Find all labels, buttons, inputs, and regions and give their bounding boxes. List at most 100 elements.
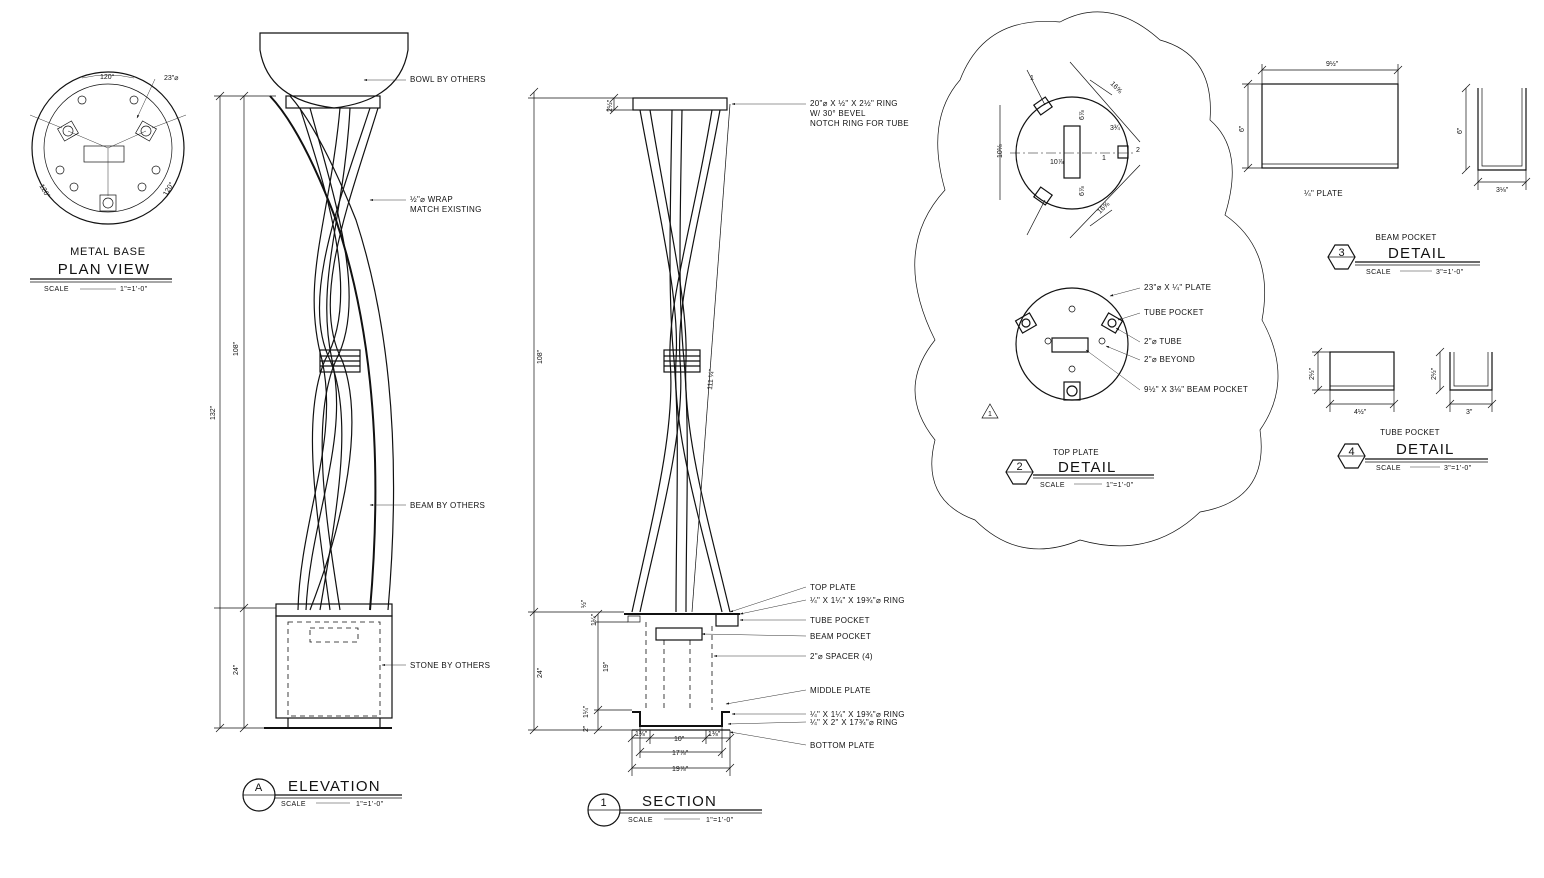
section-tubes bbox=[631, 109, 731, 613]
plan-view: 120° 23"⌀ 120° 120° METAL BASE PLAN VIEW… bbox=[29, 71, 187, 293]
elevation-beam-left-edge bbox=[269, 95, 377, 611]
elevation-scale-value: 1"=1'-0" bbox=[356, 801, 384, 808]
bp-dim-9-1-2: 9½" bbox=[1326, 60, 1339, 68]
tp-callout-plate: 23"⌀ X ¼" PLATE bbox=[1144, 283, 1211, 292]
section-tag: 1 bbox=[601, 797, 608, 809]
plan-tube-pockets bbox=[57, 120, 157, 212]
tp-dim-3-3-4: 3¾ bbox=[1110, 125, 1120, 132]
section-callout-middle-plate: MIDDLE PLATE bbox=[810, 686, 871, 695]
elevation-title: ELEVATION bbox=[288, 778, 381, 795]
tp-callout-beyond: 2"⌀ BEYOND bbox=[1144, 355, 1195, 364]
bp-tag: 3 bbox=[1339, 247, 1346, 259]
top-plate-lower-beam-pocket bbox=[1051, 337, 1089, 353]
elevation-twisted-tubes bbox=[297, 107, 379, 611]
tp-dim-6-7-8-bottom: 6⅞ bbox=[1079, 186, 1086, 196]
tp-revision-number: 1 bbox=[988, 411, 992, 418]
tp-tag: 2 bbox=[1017, 461, 1024, 473]
tube-pocket-plate bbox=[1329, 351, 1395, 391]
plan-scale-label: SCALE bbox=[44, 286, 69, 293]
section-callout-notch: NOTCH RING FOR TUBE bbox=[810, 119, 909, 128]
section-top-ring bbox=[632, 97, 728, 111]
plan-dim-angle-top: 120° bbox=[100, 73, 115, 81]
elevation-top-ring bbox=[285, 95, 381, 109]
plan-tube-arms bbox=[67, 130, 147, 196]
section-dim-ring-height: 2½" bbox=[606, 99, 614, 112]
tube-pocket-channel bbox=[1449, 352, 1493, 391]
elevation-dim-108: 108" bbox=[233, 341, 240, 356]
bp-plate-label: ¼" PLATE bbox=[1304, 189, 1343, 198]
beam-pocket-plate bbox=[1261, 83, 1399, 169]
tp-callout-tube-pocket: TUBE POCKET bbox=[1144, 308, 1204, 317]
plan-bolt-holes bbox=[55, 95, 161, 192]
top-plate-detail: 10⅛ 6⅞ 16⅝ 3¾ 10⅞ 6⅞ 2 1 16⅝ 1 bbox=[914, 11, 1279, 550]
tpk-dim-2-1-2-channel: 2½" bbox=[1430, 367, 1438, 380]
plan-title: PLAN VIEW bbox=[58, 261, 151, 278]
tp-scale-value: 1"=1'-0" bbox=[1106, 482, 1134, 489]
plan-dim-diameter: 23"⌀ bbox=[164, 75, 179, 82]
plan-subtitle: METAL BASE bbox=[70, 246, 146, 258]
section-dim-1-quarter-top: 1¼" bbox=[591, 613, 598, 626]
tp-dim-10-1-8-vert: 10⅛ bbox=[997, 144, 1004, 158]
elevation-callout-beam: BEAM BY OTHERS bbox=[410, 501, 485, 510]
section-beam-pocket bbox=[655, 627, 703, 641]
bp-title: DETAIL bbox=[1388, 245, 1447, 262]
tp-dim-10-7-8: 10⅞ bbox=[1050, 159, 1064, 166]
plan-dim-angle-right: 120° bbox=[162, 180, 176, 197]
tp-dim-1-right: 1 bbox=[1102, 155, 1106, 162]
tp-scale-label: SCALE bbox=[1040, 482, 1065, 489]
section-dim-10: 10" bbox=[674, 736, 685, 743]
section-dim-19-7-8: 19⅞" bbox=[672, 766, 689, 773]
section-scale-label: SCALE bbox=[628, 817, 653, 824]
section-spacers bbox=[645, 622, 713, 710]
elevation-callout-stone: STONE BY OTHERS bbox=[410, 661, 490, 670]
tp-callout-beam-pocket: 9½" X 3⅛" BEAM POCKET bbox=[1144, 385, 1248, 394]
elevation-base-plate bbox=[275, 603, 393, 617]
tpk-title: DETAIL bbox=[1396, 441, 1455, 458]
section-wrap-band bbox=[663, 349, 701, 373]
section-dim-24: 24" bbox=[537, 667, 544, 678]
tpk-scale-label: SCALE bbox=[1376, 465, 1401, 472]
bp-scale-value: 3"=1'-0" bbox=[1436, 269, 1464, 276]
bp-scale-label: SCALE bbox=[1366, 269, 1391, 276]
tpk-subtitle: TUBE POCKET bbox=[1380, 428, 1440, 437]
tp-dim-1-top: 1 bbox=[1030, 75, 1034, 82]
elevation-wrap-band bbox=[319, 349, 361, 373]
section-dim-slant: 111 ¼" bbox=[707, 368, 716, 390]
elevation-stone-base bbox=[275, 615, 393, 719]
tube-pocket-detail: 2½" 4½" 2½" 3" TUBE POCKET 4 DETAIL SCAL… bbox=[1308, 347, 1497, 472]
section-callout-tube-pocket: TUBE POCKET bbox=[810, 616, 870, 625]
section-dim-108: 108" bbox=[537, 349, 544, 364]
section-callout-bottom-plate: BOTTOM PLATE bbox=[810, 741, 875, 750]
tp-subtitle: TOP PLATE bbox=[1053, 448, 1099, 457]
section-title: SECTION bbox=[642, 793, 717, 810]
section-callout-spacer: 2"⌀ SPACER (4) bbox=[810, 652, 873, 661]
bp-dim-6-channel: 6" bbox=[1457, 127, 1464, 134]
elevation-dim-24: 24" bbox=[233, 664, 240, 675]
section-callout-bevel: W/ 30° BEVEL bbox=[810, 109, 866, 118]
plan-outer-circle bbox=[31, 71, 185, 225]
bp-subtitle: BEAM POCKET bbox=[1375, 233, 1436, 242]
revision-cloud bbox=[914, 11, 1279, 550]
tpk-dim-2-1-2-plate: 2½" bbox=[1308, 367, 1316, 380]
section-dim-1-3-8-right: 1⅜" bbox=[708, 731, 721, 738]
section-dim-19: 19" bbox=[603, 661, 610, 672]
plan-scale-value: 1"=1'-0" bbox=[120, 286, 148, 293]
section-view: 111 ¼" 2½" 108" bbox=[528, 87, 909, 827]
tpk-dim-4-1-2: 4½" bbox=[1354, 408, 1367, 416]
elevation-scale-label: SCALE bbox=[281, 801, 306, 808]
section-callout-ring-top: ¼" X 1¼" X 19¾"⌀ RING bbox=[810, 596, 905, 605]
section-dim-17-7-8: 17⅞" bbox=[672, 750, 689, 757]
beam-pocket-channel bbox=[1477, 88, 1527, 171]
section-callout-ring-mid: ¼" X 1¼" X 19¾"⌀ RING bbox=[810, 710, 905, 719]
elevation-tag: A bbox=[255, 782, 263, 794]
tpk-dim-3: 3" bbox=[1466, 409, 1473, 416]
tpk-tag: 4 bbox=[1349, 446, 1356, 458]
revision-triangle bbox=[981, 403, 999, 419]
beam-pocket-detail: 9½" 6" 6" 3⅛" ¼" PLATE BEAM POCKET 3 DET… bbox=[1239, 60, 1531, 276]
elevation-callout-wrap: ½"⌀ WRAP bbox=[410, 195, 453, 204]
tp-dim-16-5-8-top: 16⅝ bbox=[1109, 80, 1124, 95]
section-tube-pocket bbox=[715, 613, 739, 627]
section-scale-value: 1"=1'-0" bbox=[706, 817, 734, 824]
